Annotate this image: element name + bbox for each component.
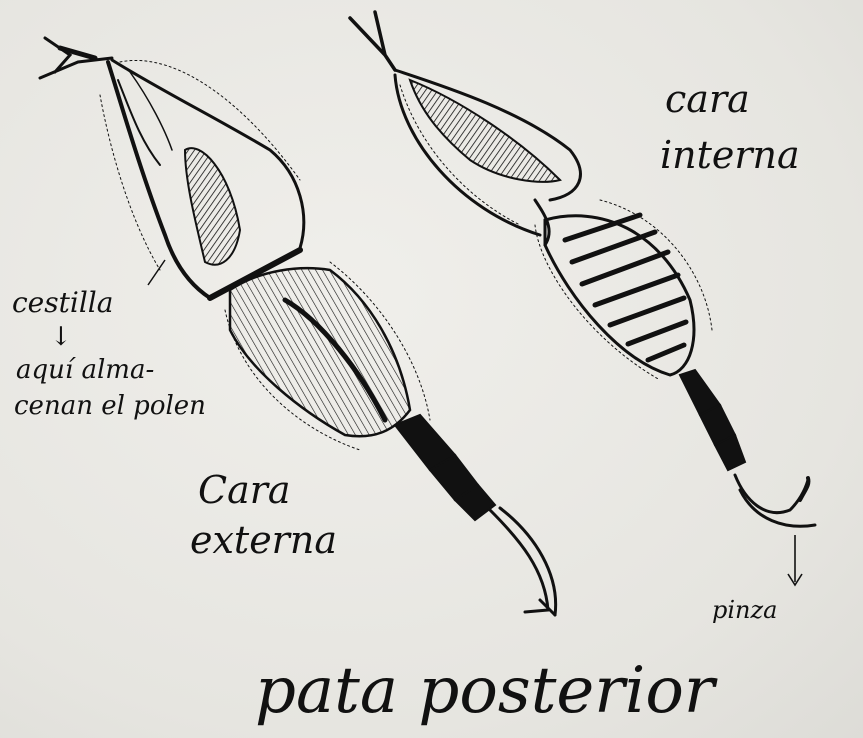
pollen-note-line2: cenan el polen bbox=[14, 391, 206, 421]
cestilla-arrow-symbol: ↓ bbox=[50, 322, 72, 352]
cara-externa-label-line2: externa bbox=[190, 518, 337, 562]
pinza-label: pinza bbox=[712, 596, 777, 624]
pollen-note-line1: aquí alma- bbox=[16, 355, 154, 385]
cara-externa-label-line1: Cara bbox=[198, 468, 291, 512]
cara-interna-label-line1: cara bbox=[665, 77, 750, 121]
cara-interna-label-line2: interna bbox=[660, 133, 800, 177]
cestilla-pointer-line bbox=[148, 260, 165, 285]
cestilla-label: cestilla bbox=[12, 286, 113, 319]
pinza-arrow bbox=[788, 535, 802, 585]
diagram-title: pata posterior bbox=[255, 654, 718, 728]
